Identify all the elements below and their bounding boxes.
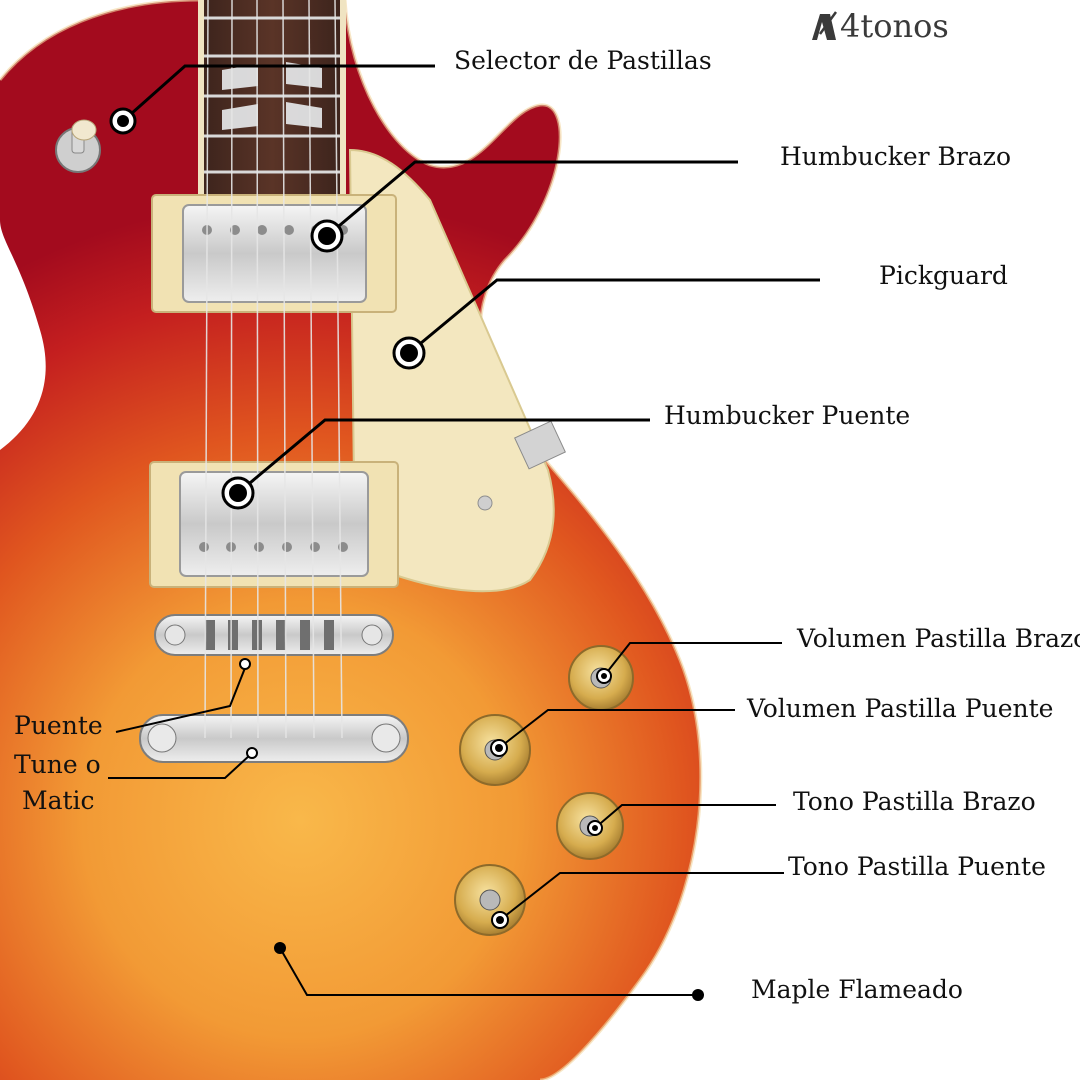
marker-bridge-volume bbox=[490, 739, 508, 757]
stopbar-tailpiece bbox=[139, 714, 409, 763]
marker-neck-volume bbox=[596, 668, 612, 684]
marker-bridge-upper bbox=[239, 658, 251, 670]
label-pickguard: Pickguard bbox=[879, 261, 1008, 290]
selector-switch-tip bbox=[71, 119, 97, 141]
leader-neck-volume bbox=[603, 642, 782, 677]
leader-bridge-lower bbox=[108, 754, 251, 779]
neck-pickup-cover bbox=[182, 204, 367, 303]
label-bridge-line2: Tune o bbox=[14, 750, 101, 779]
label-neck-pickup: Humbucker Brazo bbox=[780, 142, 1012, 171]
label-top: Maple Flameado bbox=[751, 975, 963, 1004]
body-highlight bbox=[0, 0, 703, 1080]
marker-pickguard bbox=[392, 336, 426, 370]
leader-markers bbox=[109, 107, 704, 1001]
leader-neck-tone bbox=[594, 804, 776, 829]
marker-maple-end bbox=[692, 989, 704, 1001]
marker-bridge-lower bbox=[246, 747, 258, 759]
label-selector: Selector de Pastillas bbox=[454, 46, 712, 75]
label-bridge-volume: Volumen Pastilla Puente bbox=[747, 694, 1054, 723]
label-bridge-line3: Matic bbox=[22, 786, 95, 815]
marker-bridge-pickup bbox=[221, 476, 255, 510]
leader-bridge-pickup bbox=[237, 418, 650, 495]
marker-neck-pickup bbox=[310, 219, 344, 253]
frets bbox=[198, 16, 346, 174]
marker-bridge-tone bbox=[491, 911, 509, 929]
marker-neck-tone bbox=[587, 820, 603, 836]
leader-neck-pickup bbox=[326, 160, 738, 238]
marker-selector bbox=[109, 107, 137, 135]
leader-maple bbox=[279, 947, 698, 996]
label-neck-volume: Volumen Pastilla Brazo bbox=[797, 624, 1080, 653]
leader-bridge-volume bbox=[498, 709, 735, 749]
strings bbox=[204, 0, 343, 739]
leader-bridge-tone bbox=[499, 872, 784, 921]
tune-o-matic-bridge bbox=[154, 614, 394, 656]
label-bridge-line1: Puente bbox=[14, 711, 103, 740]
marker-maple-start bbox=[274, 942, 286, 954]
leader-lines bbox=[108, 64, 820, 996]
brand-name: 4tonos bbox=[840, 7, 949, 45]
metronome-icon bbox=[812, 11, 838, 40]
knob-bridge-tone bbox=[454, 864, 526, 936]
leader-pickguard bbox=[408, 278, 820, 355]
pickguard-shape bbox=[348, 148, 555, 593]
fret-inlays bbox=[222, 62, 322, 130]
label-bridge-pickup: Humbucker Puente bbox=[664, 401, 911, 430]
leader-selector bbox=[122, 64, 435, 123]
leader-bridge-upper bbox=[115, 667, 246, 733]
label-bridge-tone: Tono Pastilla Puente bbox=[788, 852, 1046, 881]
label-neck-tone: Tono Pastilla Brazo bbox=[793, 787, 1036, 816]
